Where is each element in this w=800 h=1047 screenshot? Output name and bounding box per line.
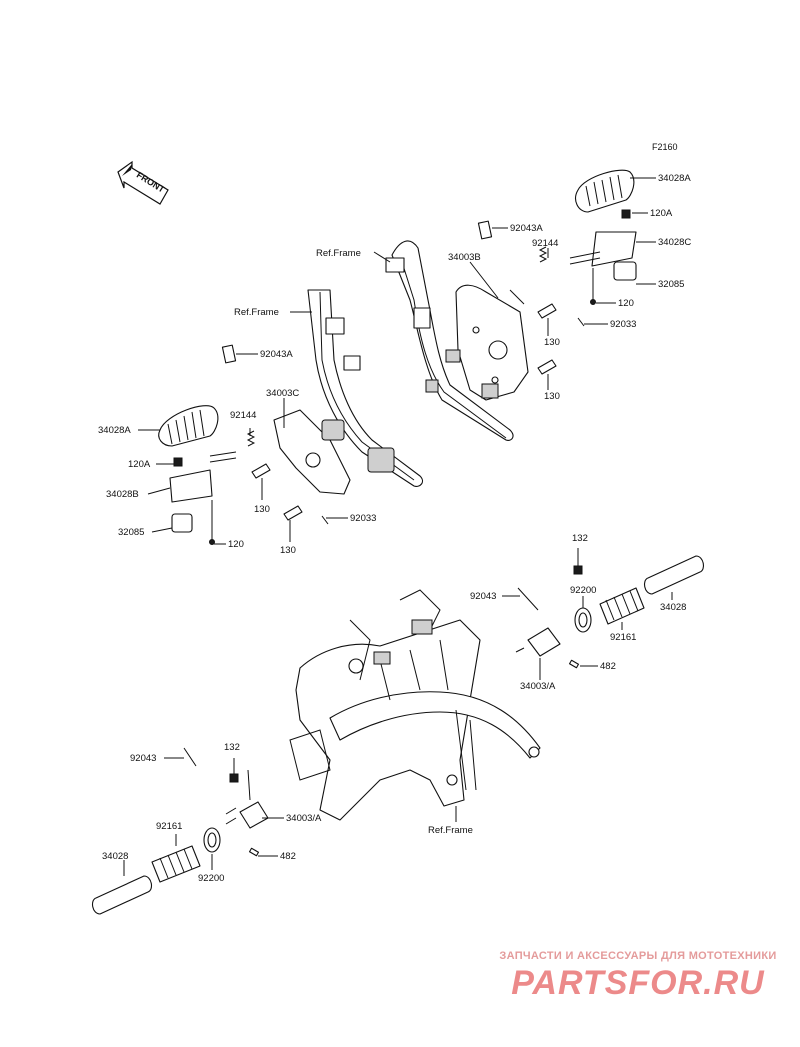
label-34028A-upper-left: 34028A — [98, 425, 131, 436]
label-92144-upper-left: 92144 — [230, 410, 256, 421]
label-34028A-upper-right: 34028A — [658, 173, 691, 184]
label-130a-upper-right: 130 — [544, 337, 560, 348]
upper-left-leaders — [138, 311, 348, 545]
label-130a-upper-left: 130 — [254, 504, 270, 515]
label-92200-lower-left: 92200 — [198, 873, 224, 884]
label-34028-lower-left: 34028 — [102, 851, 128, 862]
lower-left-leaders — [123, 757, 457, 876]
label-92161-lower-right: 92161 — [610, 632, 636, 643]
label-34003C-upper-left: 34003C — [266, 388, 299, 399]
label-92043-lower-left: 92043 — [130, 753, 156, 764]
label-92043A-upper-left: 92043A — [260, 349, 293, 360]
label-34003A-lower-right: 34003/A — [520, 681, 556, 692]
lower-right-rubber-92161 — [599, 587, 645, 625]
label-34003A-lower-left: 34003/A — [286, 813, 322, 824]
lower-left-rubber-92161 — [151, 845, 201, 883]
upper-right-frame-bracket — [385, 240, 529, 441]
upper-right-spring-92144 — [538, 246, 548, 263]
lower-right-peg-34028 — [643, 555, 705, 595]
label-34028-lower-right: 34028 — [660, 602, 686, 613]
lower-left-peg-34028 — [91, 875, 153, 915]
label-34003B-upper-right: 34003B — [448, 252, 481, 263]
watermark-tagline: ЗАПЧАСТИ И АКСЕССУАРЫ ДЛЯ МОТОТЕХНИКИ — [499, 950, 777, 962]
label-482-lower-left: 482 — [280, 851, 296, 862]
lower-right-washer-92200 — [574, 607, 592, 633]
upper-right-bolts-130 — [537, 303, 557, 375]
label-92033-upper-right: 92033 — [610, 319, 636, 330]
upper-left-pin-92043A — [221, 344, 237, 364]
upper-left-bolts-130 — [251, 463, 303, 521]
lower-right-footpeg-bracket — [515, 565, 583, 669]
label-32085-upper-right: 32085 — [658, 279, 684, 290]
lower-right-pin-92043 — [517, 587, 539, 611]
label-132-lower-right: 132 — [572, 533, 588, 544]
label-92033-upper-left: 92033 — [350, 513, 376, 524]
lower-left-pin-92043 — [183, 747, 197, 767]
upper-right-leaders — [373, 177, 656, 390]
upper-left-footpeg-bracket — [169, 451, 237, 545]
upper-right-footpeg-rubber — [575, 169, 635, 213]
label-34028B-upper-left: 34028B — [106, 489, 139, 500]
label-120-upper-right: 120 — [618, 298, 634, 309]
label-92043A-upper-right: 92043A — [510, 223, 543, 234]
label-120A-upper-left: 120A — [128, 459, 151, 470]
label-120A-upper-right: 120A — [650, 208, 673, 219]
label-92144-upper-right: 92144 — [532, 238, 558, 249]
lower-right-leaders — [502, 548, 673, 680]
label-92200-lower-right: 92200 — [570, 585, 596, 596]
figure-code: F2160 — [652, 142, 678, 152]
label-132-lower-left: 132 — [224, 742, 240, 753]
label-ref-frame-lower: Ref.Frame — [428, 825, 473, 836]
upper-left-spring-92144 — [246, 430, 256, 447]
label-120-upper-left: 120 — [228, 539, 244, 550]
label-92043-lower-right: 92043 — [470, 591, 496, 602]
label-130b-upper-right: 130 — [544, 391, 560, 402]
upper-right-footpeg-bracket — [569, 209, 637, 305]
label-ref-frame-upper-right: Ref.Frame — [316, 248, 361, 259]
upper-right-pin-92043A — [477, 220, 493, 240]
lower-left-washer-92200 — [203, 827, 221, 853]
lower-frame — [289, 589, 541, 821]
label-92161-lower-left: 92161 — [156, 821, 182, 832]
upper-left-frame-bracket — [273, 289, 423, 495]
watermark-logo: PARTSFOR.RU — [511, 964, 765, 1002]
upper-left-footpeg-rubber — [158, 405, 219, 447]
label-ref-frame-upper-left: Ref.Frame — [234, 307, 279, 318]
label-34028C-upper-right: 34028C — [658, 237, 691, 248]
label-130b-upper-left: 130 — [280, 545, 296, 556]
label-32085-upper-left: 32085 — [118, 527, 144, 538]
lower-left-footpeg-bracket — [225, 769, 269, 857]
label-482-lower-right: 482 — [600, 661, 616, 672]
front-arrow-icon: FRONT — [117, 160, 169, 205]
